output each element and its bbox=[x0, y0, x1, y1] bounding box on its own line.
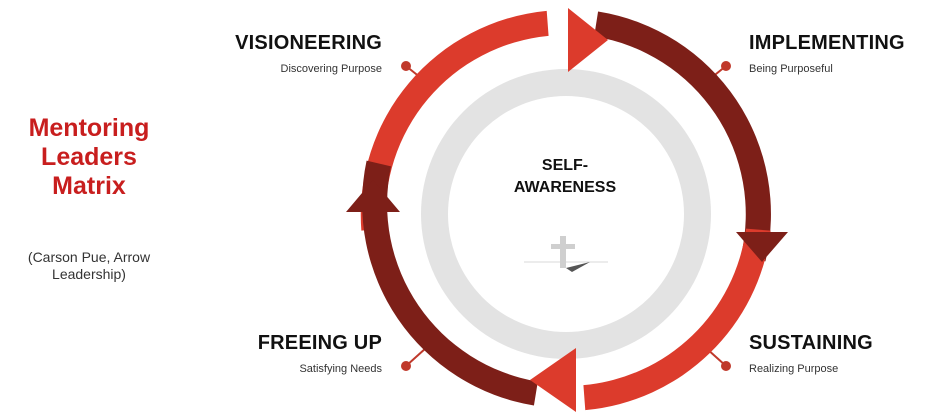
cross-logo bbox=[524, 236, 608, 272]
arrowhead-left bbox=[346, 180, 400, 212]
leader-lines bbox=[401, 61, 731, 371]
arrowhead-top bbox=[568, 8, 608, 72]
stage-freeing-up: FREEING UP Satisfying Needs bbox=[170, 332, 382, 375]
leader-dot-freeing-up bbox=[401, 361, 411, 371]
center-label-line-1: SELF- bbox=[541, 157, 589, 174]
stage-subtitle: Discovering Purpose bbox=[280, 63, 383, 75]
stage-sustaining: SUSTAINING Realizing Purpose bbox=[749, 332, 873, 375]
center-disc bbox=[448, 96, 684, 332]
stage-subtitle: Realizing Purpose bbox=[749, 363, 839, 375]
credit-line-1: (Carson Pue, Arrow bbox=[27, 249, 151, 265]
arrowhead-bottom bbox=[530, 348, 576, 412]
leader-dot-implementing bbox=[721, 61, 731, 71]
arc-freeing-up bbox=[362, 160, 538, 406]
stage-heading: FREEING UP bbox=[257, 332, 382, 354]
credit-line-2: Leadership) bbox=[52, 266, 126, 282]
diagram-title: Mentoring Leaders Matrix bbox=[0, 114, 178, 201]
stage-subtitle: Satisfying Needs bbox=[299, 363, 382, 375]
credit-note: (Carson Pue, Arrow Leadership) bbox=[0, 249, 178, 283]
center-label-line-2: AWARENESS bbox=[513, 179, 617, 196]
leader-dot-sustaining bbox=[721, 361, 731, 371]
stage-implementing: IMPLEMENTING Being Purposeful bbox=[749, 32, 905, 75]
stage-subtitle: Being Purposeful bbox=[749, 63, 833, 75]
title-line-2: Leaders bbox=[41, 143, 137, 171]
title-line-1: Mentoring bbox=[28, 114, 150, 142]
title-line-3: Matrix bbox=[52, 172, 126, 200]
center-label: SELF- AWARENESS bbox=[460, 155, 670, 199]
stage-visioneering: VISIONEERING Discovering Purpose bbox=[170, 32, 382, 75]
leader-dot-visioneering bbox=[401, 61, 411, 71]
stage-heading: SUSTAINING bbox=[749, 332, 873, 354]
stage-heading: IMPLEMENTING bbox=[749, 32, 905, 54]
stage-heading: VISIONEERING bbox=[235, 32, 382, 54]
arrowhead-right bbox=[736, 232, 788, 262]
